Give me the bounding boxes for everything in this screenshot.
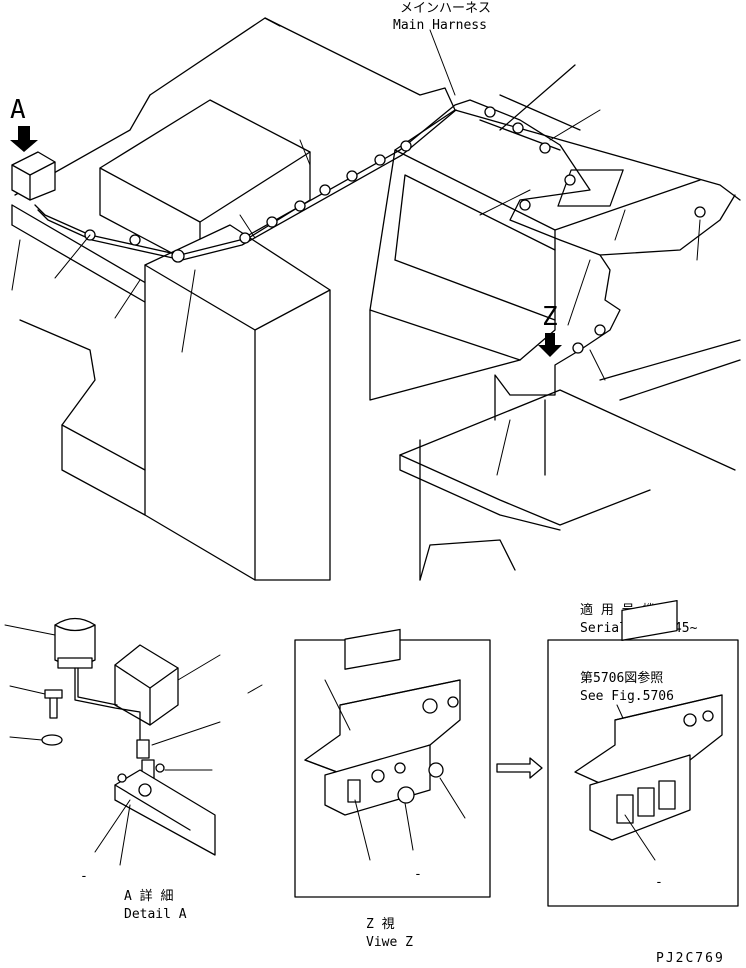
view-a-marker: A	[10, 95, 26, 125]
main-harness-route	[34, 99, 736, 421]
new-version-frame	[547, 639, 739, 907]
detail-a-dash: -	[80, 869, 88, 884]
new-version-dash: -	[655, 875, 663, 890]
main-harness-label-jp: メインハーネス	[400, 1, 491, 16]
see-fig-label-en: See Fig.5706	[580, 689, 674, 704]
view-z-label-en: Viwe Z	[366, 935, 413, 950]
beacon-bracket	[11, 151, 56, 201]
detail-a-label-en: Detail A	[124, 907, 187, 922]
main-harness-label-en: Main Harness	[393, 18, 487, 33]
change-arrow	[496, 757, 543, 779]
new-version-panel	[574, 599, 723, 861]
detail-a-label-jp: A 詳 細	[124, 888, 173, 904]
view-z-marker: Z	[542, 302, 558, 332]
view-z-label-jp: Z 視	[366, 917, 395, 932]
drawing-code: PJ2C769	[656, 951, 725, 966]
harness-clamps	[84, 106, 706, 354]
view-z-arrow	[538, 333, 562, 357]
machine-body	[11, 17, 741, 581]
leader-lines	[11, 29, 701, 476]
view-a-arrow	[10, 126, 38, 152]
view-z-panel	[304, 628, 466, 861]
view-z-dash: -	[414, 867, 422, 882]
see-fig-label-jp: 第5706図参照	[580, 670, 663, 686]
detail-a-drawing	[4, 617, 263, 866]
